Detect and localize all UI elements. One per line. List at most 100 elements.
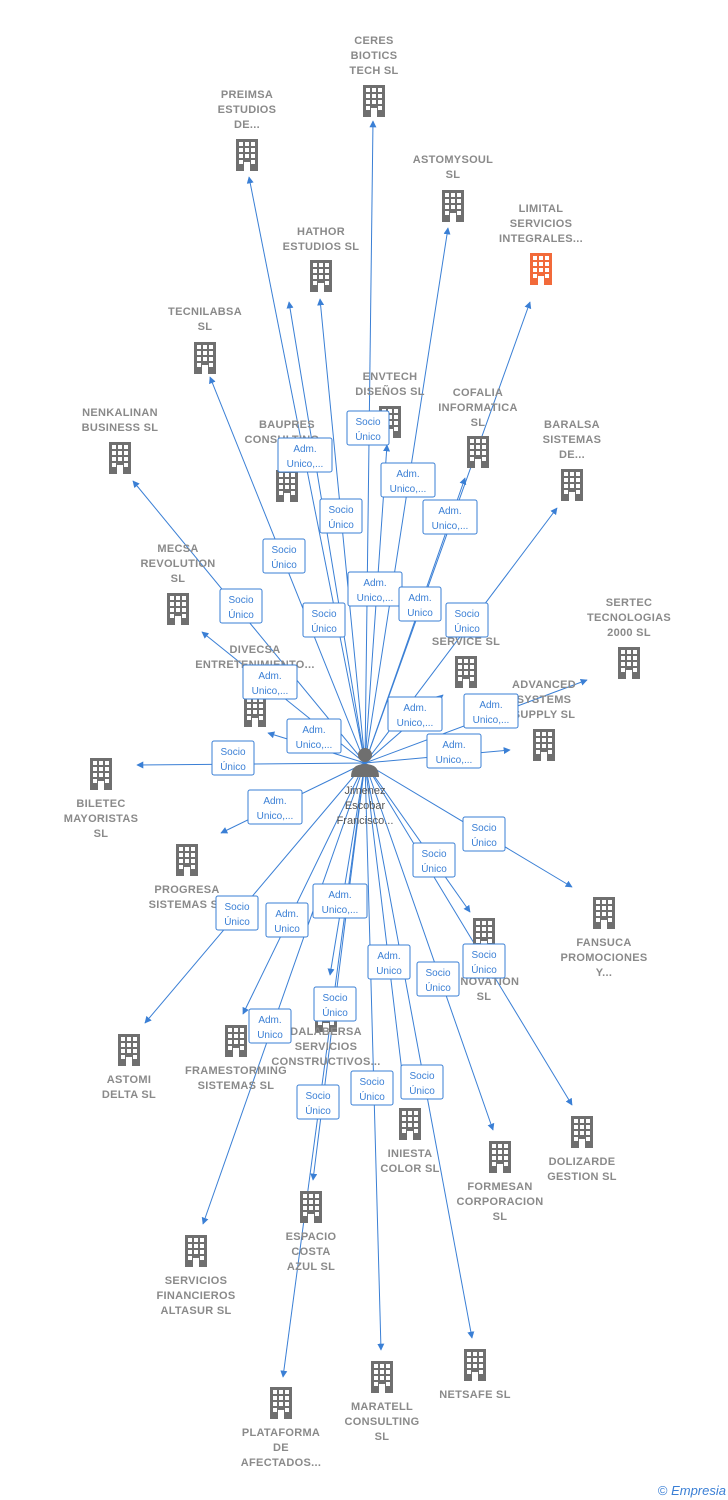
relation-box [286, 718, 342, 754]
company-name-line: MAYORISTAS [64, 813, 139, 825]
relation-label-dalabersa[interactable]: Adm.Unico,... [312, 883, 368, 919]
building-icon [176, 844, 198, 876]
relation-text: Socio [454, 609, 479, 620]
relation-box [350, 1070, 394, 1106]
relation-text: Unico,... [357, 593, 394, 604]
relation-text: Socio [471, 950, 496, 961]
company-node-limital[interactable]: LIMITALSERVICIOSINTEGRALES... [499, 203, 583, 285]
company-name-line: COFALIA [453, 387, 503, 399]
company-node-fansuca[interactable]: FANSUCAPROMOCIONESY... [560, 897, 647, 979]
relation-text: Único [359, 1090, 385, 1103]
relation-text: Socio [355, 417, 380, 428]
relation-text: Adm. [293, 444, 316, 455]
relation-label-mecsa[interactable]: Adm.Unico,... [242, 664, 298, 700]
company-name-line: MARATELL [351, 1401, 413, 1413]
relation-label-progresa[interactable]: Adm.Unico,... [247, 789, 303, 825]
company-node-preimsa[interactable]: PREIMSAESTUDIOSDE... [218, 89, 277, 171]
relation-text: Adm. [396, 469, 419, 480]
edge-netsafe [364, 762, 475, 1339]
company-name-line: PREIMSA [221, 89, 273, 101]
company-node-netsafe[interactable]: NETSAFE SL [439, 1349, 510, 1401]
relation-label-cofalia[interactable]: Adm. Unico,... [380, 462, 436, 498]
center-person[interactable]: JimenezEscobarFrancisco... [337, 748, 394, 827]
relation-label-baupres[interactable]: Adm.Unico,... [277, 437, 333, 473]
relation-label-advanced[interactable]: Adm.Unico,... [426, 733, 482, 769]
building-icon [276, 470, 298, 502]
relation-text: Único [271, 558, 297, 571]
edge-formesan [364, 762, 495, 1131]
relation-label-sertec[interactable]: Adm.Unico,... [463, 693, 519, 729]
relation-label-service[interactable]: Adm.Unico,... [387, 696, 443, 732]
company-name-line: SISTEMAS [543, 434, 602, 446]
company-node-baralsa[interactable]: BARALSASISTEMASDE... [543, 419, 602, 501]
relation-box [387, 696, 443, 732]
relation-text: Adm. [263, 796, 286, 807]
person-name-line: Francisco... [337, 815, 394, 827]
company-name-line: SERVICIOS [295, 1041, 357, 1053]
relation-label-divecsa[interactable]: Adm.Unico,... [286, 718, 342, 754]
relation-label-servicios_fin[interactable]: Adm.Unico [248, 1008, 292, 1044]
relation-text: Socio [471, 823, 496, 834]
company-name-line: INTEGRALES... [499, 233, 583, 245]
relation-text: Unico,... [322, 905, 359, 916]
relation-label-limital[interactable]: Adm.Unico,... [422, 499, 478, 535]
relation-text: Unico,... [390, 484, 427, 495]
company-name-line: SYSTEMS [517, 694, 572, 706]
relation-text: Socio [322, 993, 347, 1004]
footer-brand[interactable]: © Empresia [658, 1483, 726, 1498]
building-icon [442, 190, 464, 222]
building-icon [618, 647, 640, 679]
relation-text: Socio [425, 968, 450, 979]
company-name-line: ENVTECH [363, 371, 418, 383]
company-node-dalabersa[interactable]: DALABERSASERVICIOSCONSTRUCTIVOS... [271, 1000, 380, 1068]
relation-label-iniesta[interactable]: Adm.Unico [367, 944, 411, 980]
relation-text: Socio [305, 1091, 330, 1102]
company-name-line: ASTOMYSOUL [413, 154, 493, 166]
company-name-line: SISTEMAS SL [149, 899, 226, 911]
relation-label-astomysoul[interactable]: Adm.Unico [398, 586, 442, 622]
building-icon [371, 1361, 393, 1393]
relation-label-ceres[interactable]: Adm.Unico,... [347, 571, 403, 607]
company-node-plataforma[interactable]: PLATAFORMADEAFECTADOS... [241, 1387, 321, 1469]
company-name-line: NENKALINAN [82, 407, 158, 419]
company-name-line: SL [471, 417, 486, 429]
relation-label-framestorming[interactable]: Adm.Unico [265, 902, 309, 938]
